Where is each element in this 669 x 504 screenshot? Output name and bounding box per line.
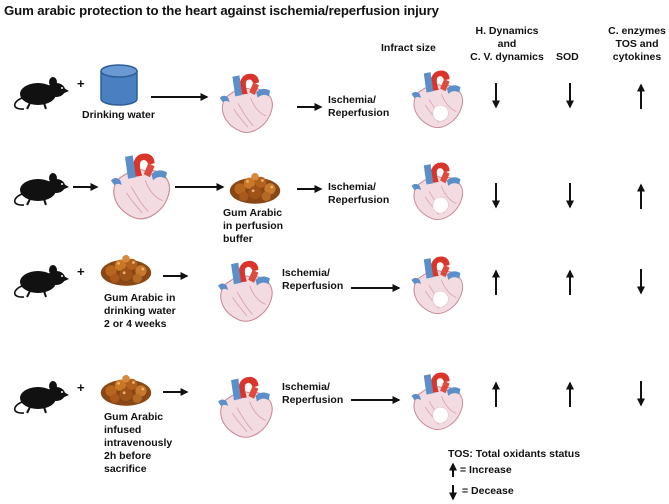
legend-increase-label: = Increase xyxy=(460,464,512,476)
heart-icon xyxy=(208,368,280,444)
heart-icon xyxy=(100,144,178,226)
row4-treatment-line-1: Gum Arabic xyxy=(104,411,164,423)
gum-arabic-icon xyxy=(98,250,154,288)
row1-ischemia-label: Ischemia/ Reperfusion xyxy=(328,94,389,120)
header-infarct-size: Infract size xyxy=(381,42,436,54)
header-hemodynamics-line-1: H. Dynamics xyxy=(475,25,539,37)
gum-arabic-icon xyxy=(227,168,283,206)
row2-sod-down-arrow-icon xyxy=(566,183,574,209)
row4-cenz-down-arrow-icon xyxy=(637,381,645,407)
infarcted-heart-icon xyxy=(402,62,470,134)
row1-cenz-up-arrow-icon xyxy=(637,83,645,109)
gum-arabic-icon xyxy=(98,370,154,408)
plus-sign: + xyxy=(77,76,85,91)
row2-ischemia-label: Ischemia/ Reperfusion xyxy=(328,181,389,207)
arrow-icon xyxy=(351,284,401,292)
figure-title: Gum arabic protection to the heart again… xyxy=(4,3,439,18)
row2-hdyn-down-arrow-icon xyxy=(492,183,500,209)
legend-tos-definition: TOS: Total oxidants status xyxy=(448,448,581,460)
infarcted-heart-icon xyxy=(402,248,470,320)
header-cardiac-enzymes-line-1: C. enzymes xyxy=(608,25,666,37)
row2-ischemia-line-2: Reperfusion xyxy=(328,194,390,206)
arrow-icon xyxy=(175,183,225,191)
plus-sign: + xyxy=(77,264,85,279)
header-hemodynamics-line-3: C. V. dynamics xyxy=(470,51,544,63)
arrow-icon xyxy=(151,93,209,101)
row4-treatment-line-4: 2h before xyxy=(104,450,152,462)
row4-hdyn-up-arrow-icon xyxy=(492,381,500,407)
arrow-icon xyxy=(163,272,189,280)
row2-treatment-line-1: Gum Arabic xyxy=(223,207,283,219)
row3-ischemia-line-1: Ischemia/ xyxy=(282,267,330,279)
arrow-icon xyxy=(73,183,99,191)
row4-ischemia-line-2: Reperfusion xyxy=(282,394,344,406)
row3-treatment-line-3: 2 or 4 weeks xyxy=(104,318,167,330)
row4-treatment-label: Gum Arabic infused intravenously 2h befo… xyxy=(104,411,172,476)
plus-sign: + xyxy=(77,380,85,395)
row3-ischemia-label: Ischemia/ Reperfusion xyxy=(282,267,343,293)
arrow-icon xyxy=(297,185,323,193)
arrow-icon xyxy=(351,396,401,404)
row3-ischemia-line-2: Reperfusion xyxy=(282,280,344,292)
row2-treatment-line-3: buffer xyxy=(223,233,253,245)
row4-sod-up-arrow-icon xyxy=(566,381,574,407)
row4-treatment-line-5: sacrifice xyxy=(104,463,147,475)
header-cardiac-enzymes: C. enzymes TOS and cytokines xyxy=(604,25,669,64)
row2-treatment-label: Gum Arabic in perfusion buffer xyxy=(223,207,293,246)
row2-ischemia-line-1: Ischemia/ xyxy=(328,181,376,193)
header-cardiac-enzymes-line-3: cytokines xyxy=(612,51,662,63)
heart-icon xyxy=(208,252,280,328)
row3-treatment-line-2: drinking water xyxy=(104,305,176,317)
mouse-icon xyxy=(10,72,70,112)
row2-cenz-up-arrow-icon xyxy=(637,183,645,209)
row3-hdyn-up-arrow-icon xyxy=(492,269,500,295)
row3-treatment-line-1: Gum Arabic in xyxy=(104,292,176,304)
legend-down-arrow-icon xyxy=(449,485,457,501)
row3-cenz-down-arrow-icon xyxy=(637,269,645,295)
row3-sod-up-arrow-icon xyxy=(566,269,574,295)
water-container-icon xyxy=(100,64,138,106)
row4-treatment-line-2: infused xyxy=(104,424,142,436)
mouse-icon xyxy=(10,168,70,208)
infarcted-heart-icon xyxy=(402,364,470,436)
mouse-icon xyxy=(10,376,70,416)
row2-treatment-line-2: in perfusion xyxy=(223,220,284,232)
row4-treatment-line-3: intravenously xyxy=(104,437,173,449)
header-hemodynamics: H. Dynamics and C. V. dynamics xyxy=(462,25,552,64)
header-cardiac-enzymes-line-2: TOS and xyxy=(615,38,659,50)
header-sod: SOD xyxy=(556,51,579,63)
legend-up-arrow-icon xyxy=(449,462,457,477)
infarcted-heart-icon xyxy=(402,154,470,226)
heart-icon xyxy=(210,65,280,139)
arrow-icon xyxy=(297,103,323,111)
row1-treatment-label: Drinking water xyxy=(82,109,155,121)
row1-hdyn-down-arrow-icon xyxy=(492,83,500,109)
row4-ischemia-line-1: Ischemia/ xyxy=(282,381,330,393)
row1-sod-down-arrow-icon xyxy=(566,83,574,109)
row1-ischemia-line-1: Ischemia/ xyxy=(328,94,376,106)
header-hemodynamics-line-2: and xyxy=(497,38,517,50)
row3-treatment-label: Gum Arabic in drinking water 2 or 4 week… xyxy=(104,292,176,331)
row4-ischemia-label: Ischemia/ Reperfusion xyxy=(282,381,343,407)
legend-decrease-label: = Decease xyxy=(462,485,514,497)
row1-ischemia-line-2: Reperfusion xyxy=(328,107,390,119)
mouse-icon xyxy=(10,260,70,300)
arrow-icon xyxy=(163,388,189,396)
